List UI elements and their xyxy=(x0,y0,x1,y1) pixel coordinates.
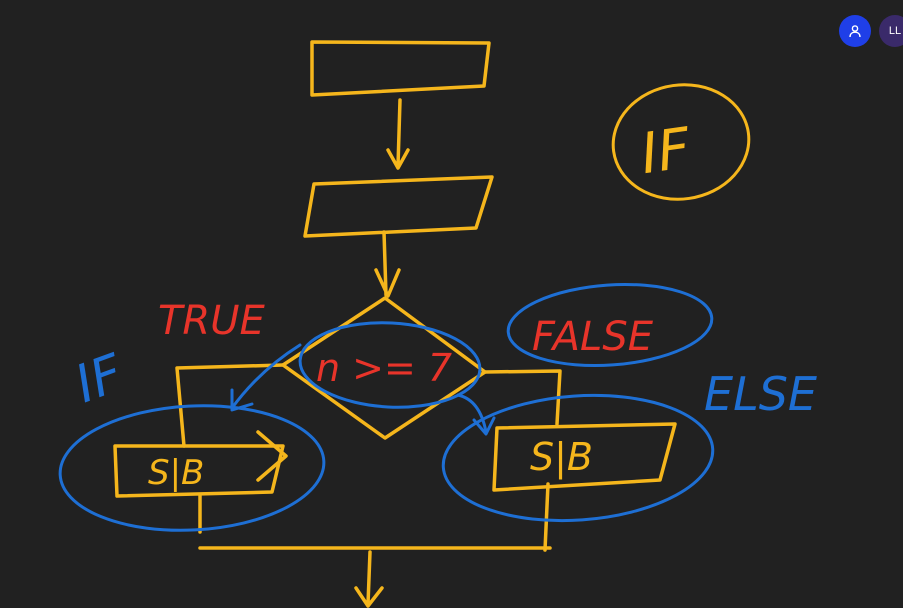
collaborator-avatar[interactable]: LL xyxy=(879,15,903,47)
true-box-label: S|B xyxy=(148,453,204,493)
arrow-2 xyxy=(374,230,401,298)
false-circle xyxy=(506,282,714,368)
if-circled-label: IF xyxy=(637,116,695,187)
start-rectangle xyxy=(310,40,491,97)
else-label: ELSE xyxy=(704,367,817,421)
true-process-box xyxy=(113,444,285,498)
person-icon xyxy=(849,25,861,38)
decision-diamond xyxy=(281,296,487,440)
user-avatar-button[interactable] xyxy=(839,15,871,47)
false-pointer-arrow xyxy=(456,393,496,436)
false-exit-line xyxy=(543,482,550,552)
arrow-3 xyxy=(354,550,384,608)
if-left-label: IF xyxy=(68,343,132,415)
true-box-circle xyxy=(58,404,326,532)
false-box-circle xyxy=(441,393,715,523)
false-label: FALSE xyxy=(532,314,654,360)
false-process-box xyxy=(492,422,677,492)
false-box-label: S|B xyxy=(530,435,593,480)
true-process-tail xyxy=(256,430,288,482)
true-pointer-arrow xyxy=(230,343,302,412)
arrow-1 xyxy=(386,98,410,170)
condition-label: n >= 7 xyxy=(316,346,452,390)
avatar-initials: LL xyxy=(888,25,902,37)
true-label: TRUE xyxy=(158,298,266,344)
if-circle xyxy=(611,83,751,201)
true-branch-line xyxy=(175,363,285,448)
input-parallelogram xyxy=(303,175,494,238)
false-branch-line xyxy=(483,369,562,426)
condition-circle xyxy=(298,321,482,409)
